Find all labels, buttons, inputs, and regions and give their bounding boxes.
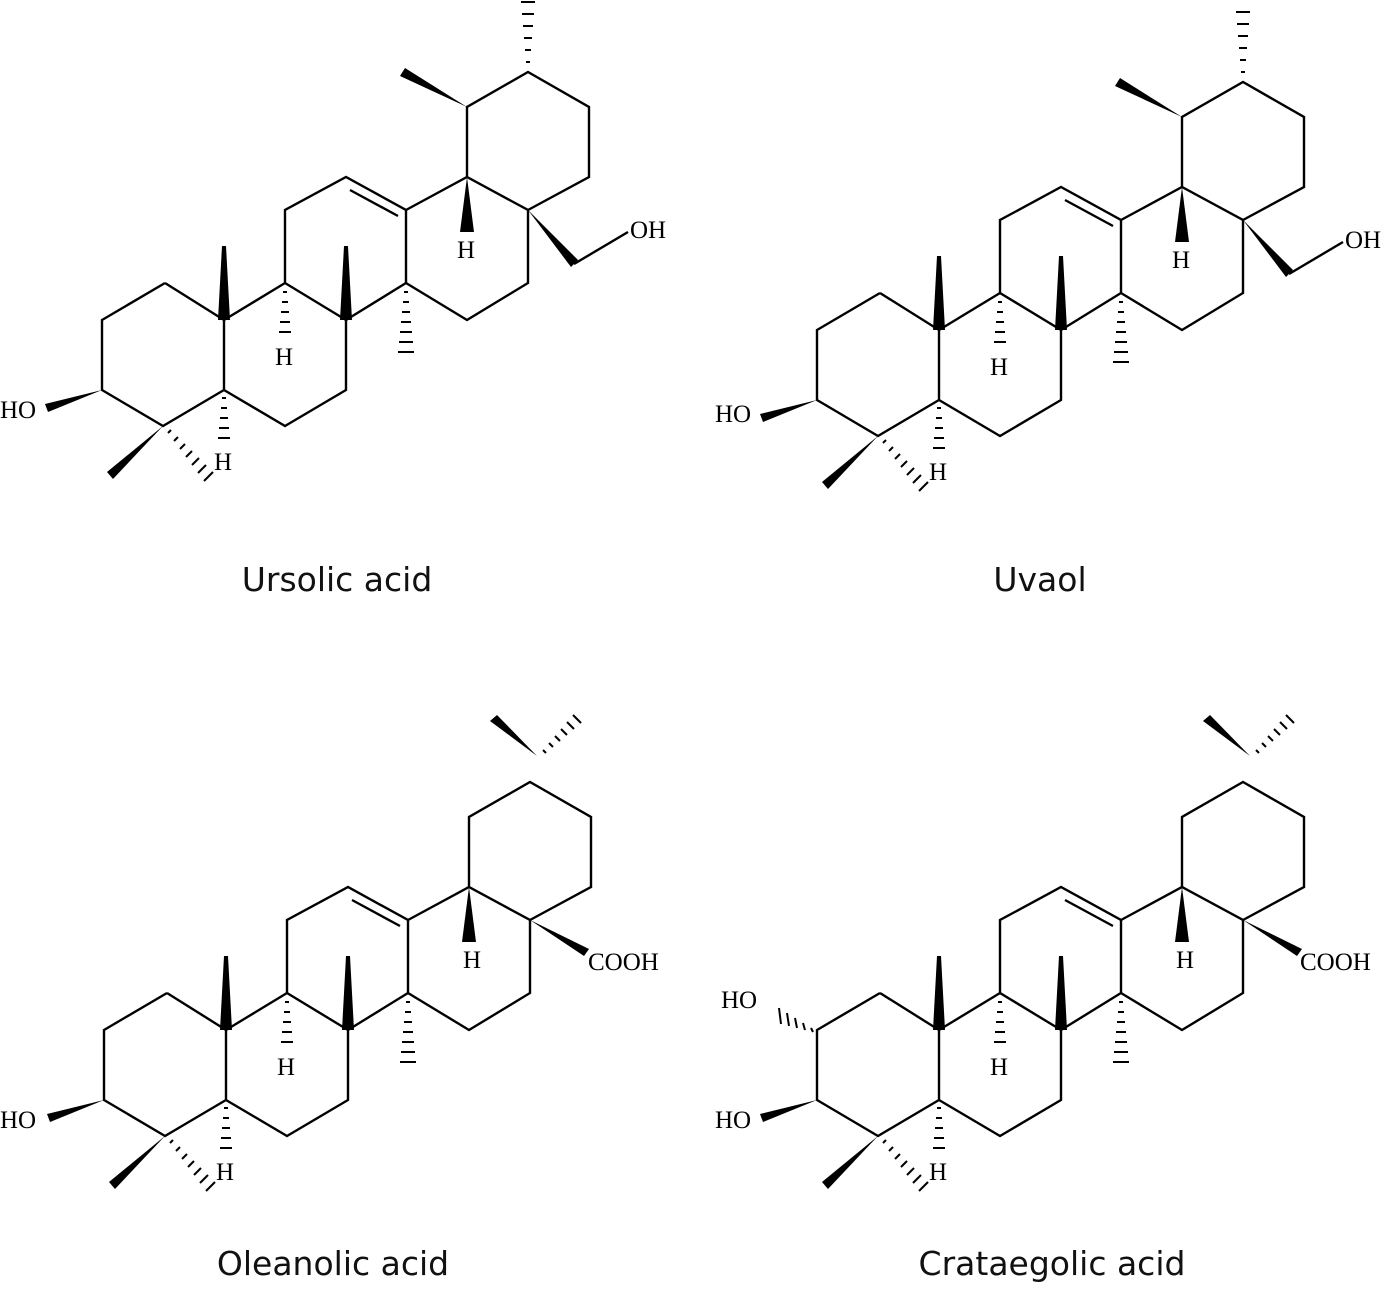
h-label: H xyxy=(990,354,1008,381)
caption-oleanolic-acid: Oleanolic acid xyxy=(216,1244,450,1283)
h-label: H xyxy=(929,1159,947,1186)
group-label: COOH xyxy=(1300,949,1371,976)
caption-ursolic-acid: Ursolic acid xyxy=(241,560,433,599)
substituent-label: HO xyxy=(715,401,751,428)
h-label: H xyxy=(990,1054,1008,1081)
caption-crataegolic-acid: Crataegolic acid xyxy=(918,1244,1186,1283)
h-label: H xyxy=(929,459,947,486)
h-label: H xyxy=(277,1054,295,1081)
h-label: H xyxy=(1172,247,1190,274)
h-label: H xyxy=(214,449,232,476)
substituent-label: HO xyxy=(721,987,757,1014)
caption-uvaol: Uvaol xyxy=(993,560,1087,599)
substituent-label: HO xyxy=(0,1107,36,1134)
molecule-crataegolic-acid: COOH HO HO H H H xyxy=(715,714,1371,1193)
substituent-label: HO xyxy=(0,397,36,424)
h-label: H xyxy=(463,947,481,974)
molecule-uvaol: OH HO H H H xyxy=(715,11,1381,493)
substituent-label: HO xyxy=(715,1107,751,1134)
h-label: H xyxy=(1176,947,1194,974)
group-label: COOH xyxy=(588,949,659,976)
molecule-ursolic-acid: OH HO H H H xyxy=(0,1,666,483)
h-label: H xyxy=(275,344,293,371)
group-label: OH xyxy=(630,217,666,244)
h-label: H xyxy=(216,1159,234,1186)
molecule-oleanolic-acid: COOH HO H H H xyxy=(0,714,659,1193)
group-label: OH xyxy=(1345,227,1381,254)
h-label: H xyxy=(457,237,475,264)
